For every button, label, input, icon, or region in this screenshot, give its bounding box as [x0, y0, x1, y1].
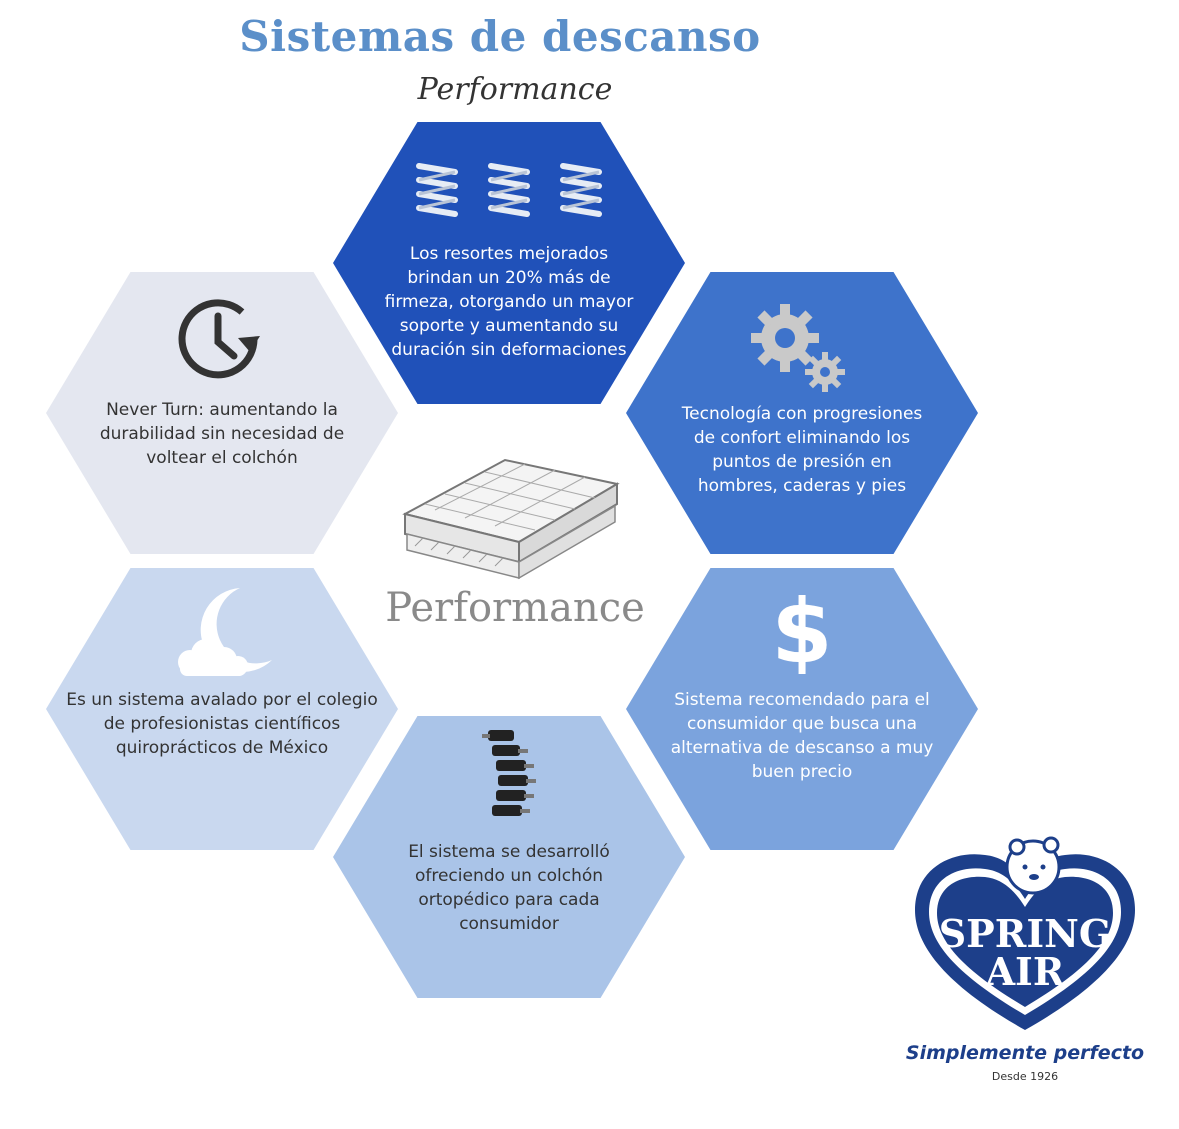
- spine-icon: [333, 726, 685, 830]
- hex-springs: Los resortes mejorados brindan un 20% má…: [333, 122, 685, 404]
- center-label: Performance: [385, 585, 645, 631]
- brand-since: Desde 1926: [991, 1070, 1059, 1083]
- hex-dollar-text: Sistema recomendado para el consumidor q…: [670, 690, 934, 782]
- hex-gears: Tecnología con progresiones de confort e…: [626, 272, 978, 554]
- moon-cloud-icon: [46, 582, 398, 686]
- clock-icon: [46, 292, 398, 392]
- gears-icon: [626, 300, 978, 400]
- springs-icon: [333, 160, 685, 228]
- hex-gears-text: Tecnología con progresiones de confort e…: [681, 404, 923, 496]
- hex-clock: Never Turn: aumentando la durabilidad si…: [46, 272, 398, 554]
- spring-air-logo: SPRING AIR: [905, 815, 1145, 1095]
- hex-springs-text: Los resortes mejorados brindan un 20% má…: [384, 244, 634, 360]
- hex-clock-text: Never Turn: aumentando la durabilidad si…: [99, 400, 345, 468]
- page-title: Sistemas de descanso: [239, 12, 761, 61]
- logo-text-line1: SPRING: [939, 911, 1112, 956]
- hex-spine: El sistema se desarrolló ofreciendo un c…: [333, 716, 685, 998]
- dollar-icon: $: [626, 580, 978, 683]
- hex-spine-text: El sistema se desarrolló ofreciendo un c…: [408, 842, 610, 934]
- hex-dollar: $ Sistema recomendado para el consumidor…: [626, 568, 978, 850]
- hex-moon-text: Es un sistema avalado por el colegio de …: [66, 690, 378, 758]
- hex-moon: Es un sistema avalado por el colegio de …: [46, 568, 398, 850]
- page-subtitle: Performance: [417, 72, 613, 107]
- mattress-icon: [395, 450, 625, 584]
- brand-slogan: Simplemente perfecto: [905, 1042, 1145, 1064]
- logo-text-line2: AIR: [985, 949, 1065, 994]
- svg-text:$: $: [771, 584, 832, 674]
